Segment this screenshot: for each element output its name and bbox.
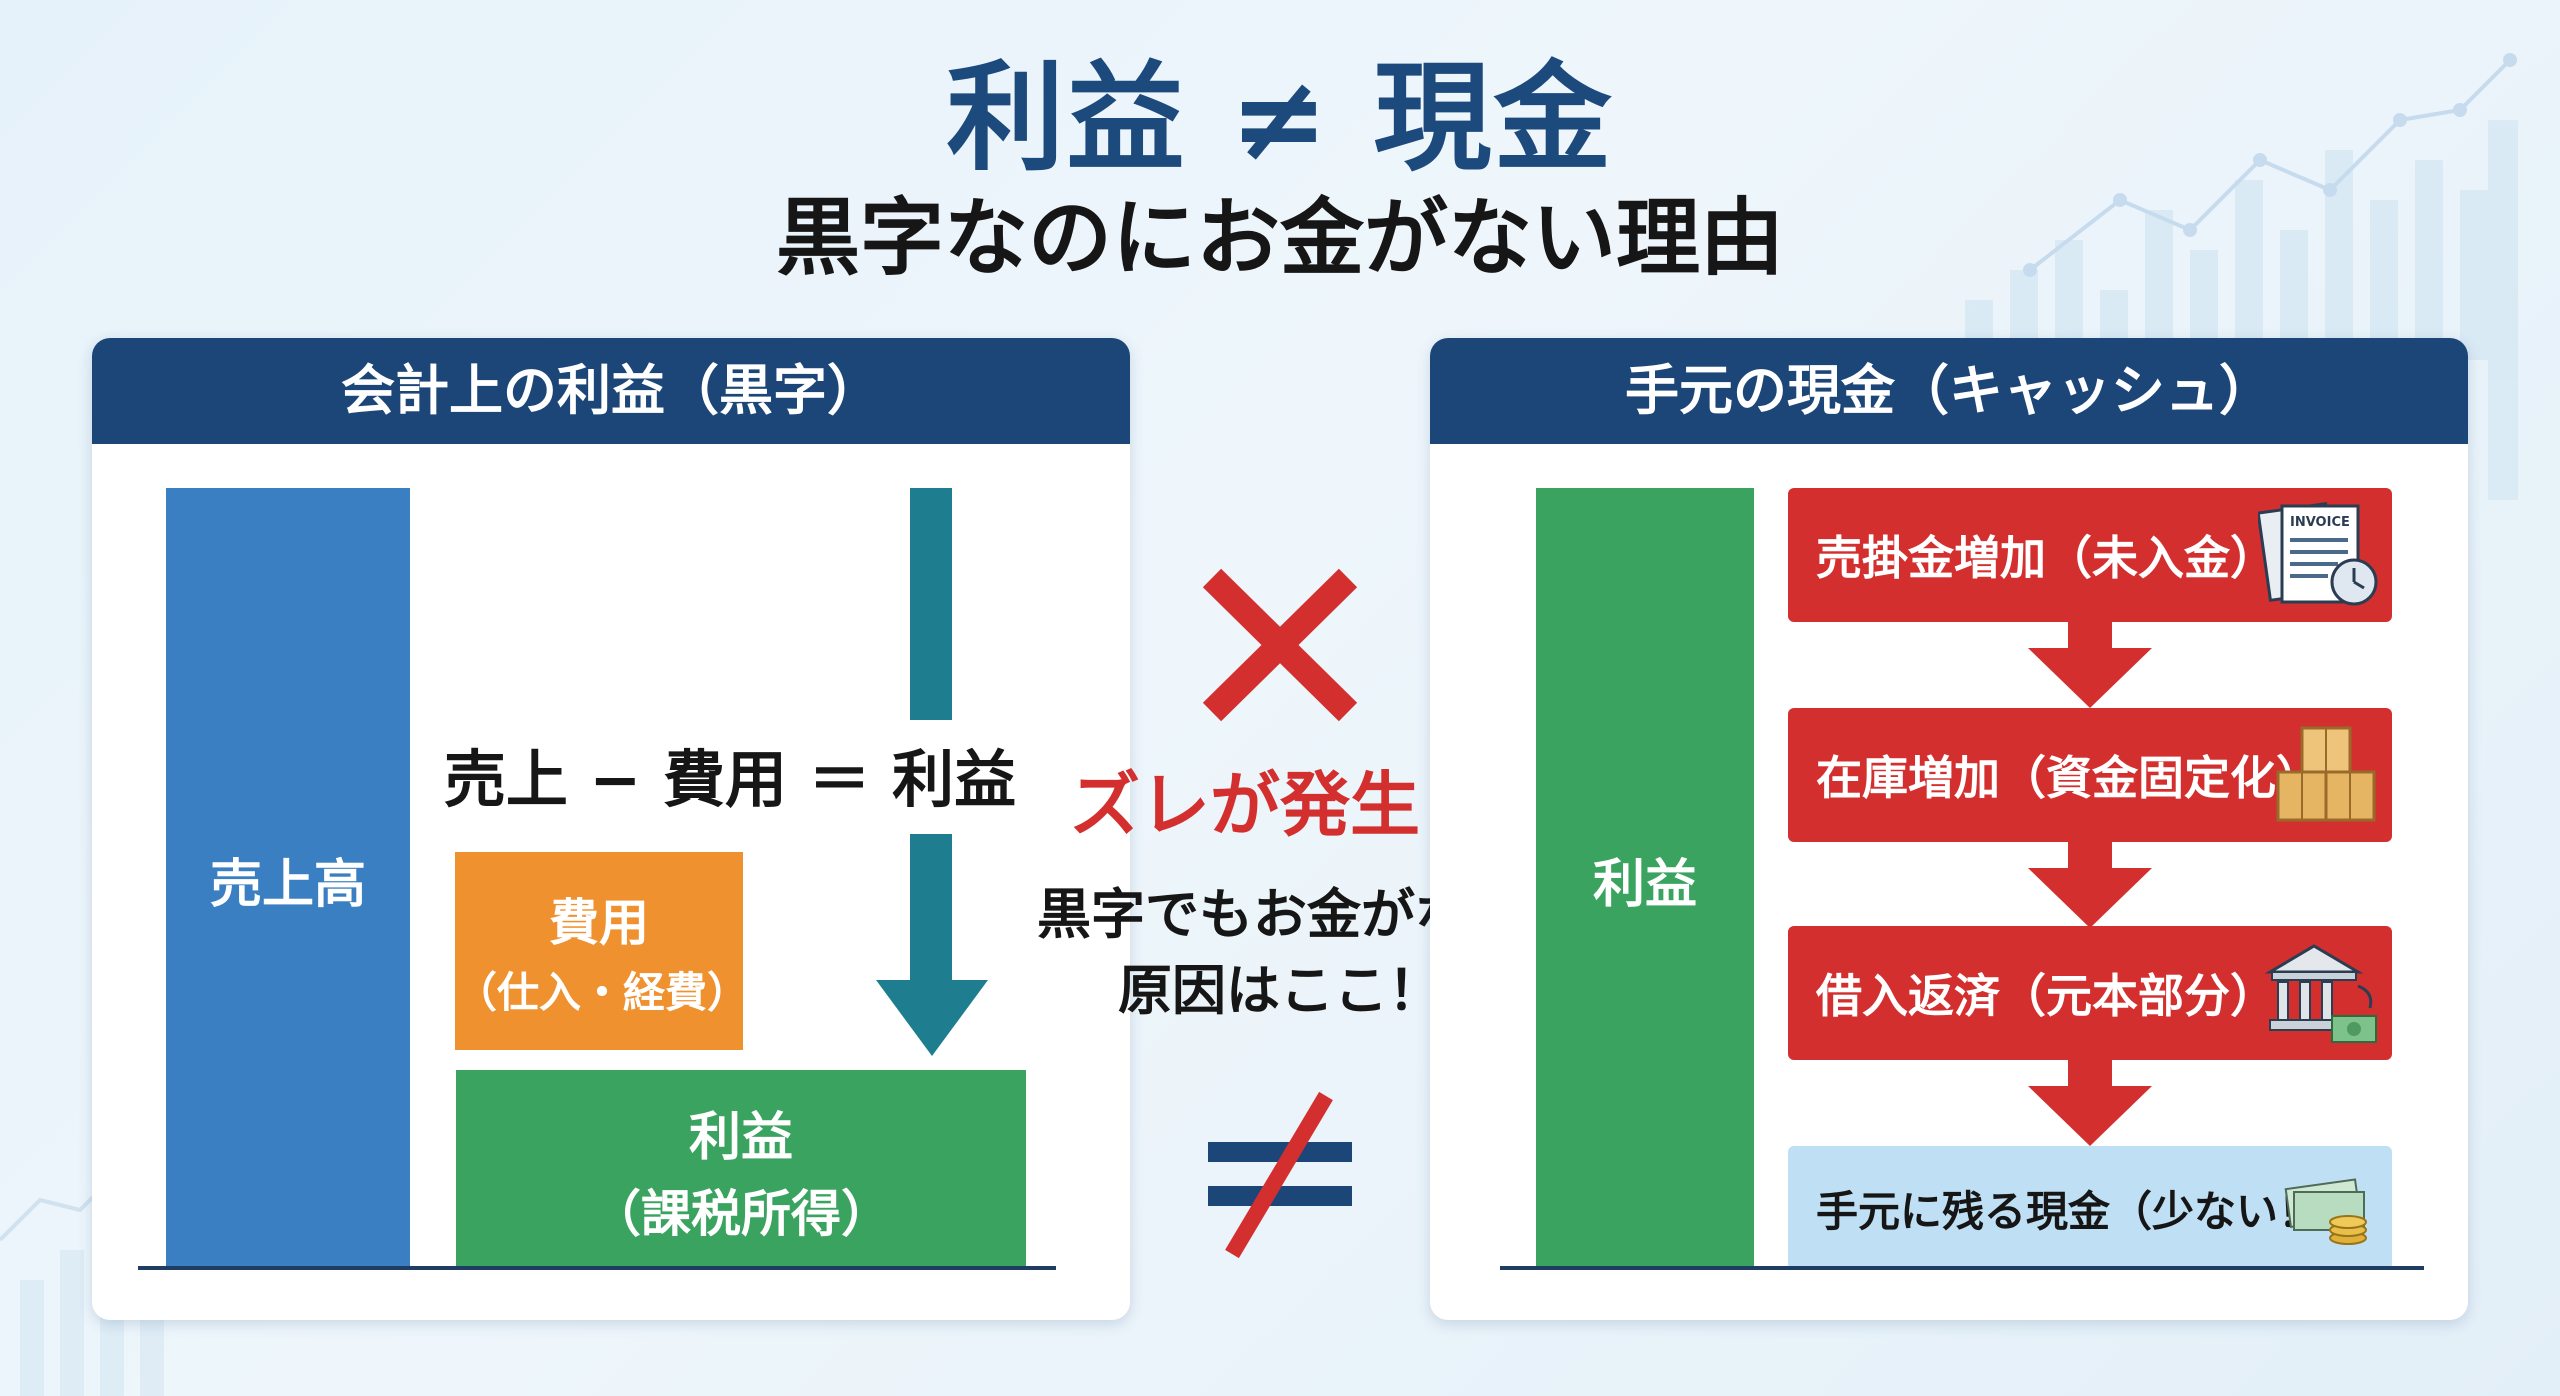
step-arrow-2 [2028, 842, 2152, 928]
right-baseline [1500, 1266, 2424, 1270]
svg-text:INVOICE: INVOICE [2290, 515, 2350, 530]
expense-box: 費用 （仕入・経費） [455, 852, 750, 1050]
step-label-inventory: 在庫増加（資金固定化） [1816, 751, 2322, 805]
step-receivables-increase: 売掛金増加（未入金） INVOICE [1788, 488, 2392, 622]
cash-icon [2284, 1178, 2367, 1245]
expense-sub-label: （仕入・経費） [455, 967, 750, 1017]
step-arrow-1 [2028, 622, 2152, 708]
left-baseline [138, 1266, 1056, 1270]
profit-box-left: 利益 （課税所得） [456, 1070, 1026, 1270]
expense-label: 費用 [549, 893, 649, 952]
sales-bar: 売上高 [166, 488, 410, 1270]
down-arrow-shaft-upper [910, 488, 952, 720]
formula-text: 売上 − 費用 ＝ 利益 [443, 743, 1017, 816]
step-label-loan: 借入返済（元本部分） [1816, 969, 2276, 1023]
profit-sub-label-left: （課税所得） [591, 1184, 891, 1243]
remaining-cash-box: 手元に残る現金（少ない！） [1788, 1146, 2392, 1270]
remaining-cash-label: 手元に残る現金（少ない！） [1816, 1186, 2363, 1236]
profit-bar-right: 利益 [1536, 488, 1754, 1270]
step-arrow-3 [2028, 1060, 2152, 1146]
not-equal-icon [1208, 1091, 1352, 1259]
step-label-receivables: 売掛金増加（未入金） [1816, 531, 2276, 585]
left-panel-heading: 会計上の利益（黒字） [92, 338, 1130, 444]
step-inventory-increase: 在庫増加（資金固定化） [1788, 708, 2392, 842]
page-title: 利益 ≠ 現金 [946, 49, 1614, 187]
down-arrow-head [876, 980, 988, 1056]
invoice-icon: INVOICE [2258, 502, 2378, 606]
down-arrow-shaft-lower [910, 834, 952, 990]
mismatch-label: ズレが発生！ [1070, 764, 1490, 846]
profit-label-right: 利益 [1592, 854, 1697, 915]
reason-line-2: 原因はここ！ [1118, 959, 1442, 1022]
step-loan-repayment: 借入返済（元本部分） [1788, 926, 2392, 1060]
page-subtitle: 黒字なのにお金がない理由 [775, 189, 1784, 287]
right-panel-heading: 手元の現金（キャッシュ） [1430, 338, 2468, 444]
cross-mark-icon [1202, 568, 1358, 722]
bank-icon [2264, 944, 2377, 1043]
boxes-icon [2276, 726, 2376, 822]
sales-label: 売上高 [209, 854, 366, 915]
profit-label-left: 利益 [688, 1107, 793, 1168]
